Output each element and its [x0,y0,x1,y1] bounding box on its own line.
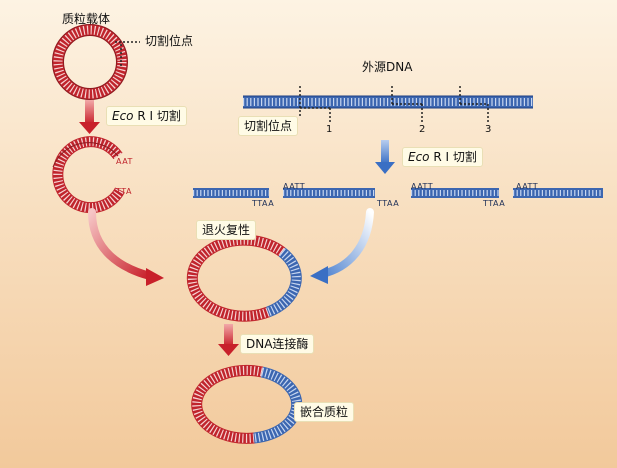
fragment-4 [513,188,603,198]
label-site-3: 3 [485,124,492,135]
sticky-aatt-2: AATT [411,182,434,191]
sticky-aatt-1: AATT [283,182,306,191]
sticky-ttaa-1: TTAA [252,199,275,208]
sticky-aatt-3: AATT [516,182,539,191]
fragment-1 [193,188,269,198]
enzyme-suffix: R I 切割 [137,109,181,123]
dna-fragments [193,188,603,198]
svg-text:TTA: TTA [115,187,132,196]
enzyme-name-2: Eco [408,150,430,164]
opened-plasmid: AAT TTA [52,136,133,214]
label-annealing: 退火复性 [196,220,257,240]
fragment-3 [411,188,499,198]
plasmid-vector-ring [52,24,128,100]
sticky-ttaa-3: TTAA [483,199,506,208]
label-site-2: 2 [419,124,426,135]
enzyme-suffix-2: R I 切割 [433,150,477,164]
label-site-1: 1 [326,124,333,135]
plasmid-cut-marker [115,41,140,66]
annealed-plasmid-ring [186,234,302,322]
label-recombinant-plasmid: 嵌合质粒 [294,402,355,422]
label-cut-site-foreign: 切割位点 [238,116,299,136]
fragment-2 [283,188,375,198]
label-foreign-dna: 外源DNA [362,60,413,74]
label-enzyme-cut-2: Eco R I 切割 [402,147,483,167]
down-arrow-red-1 [79,100,100,134]
curved-arrow-red [88,208,164,286]
down-arrow-blue [375,140,395,174]
label-plasmid-vector: 质粒载体 [62,12,111,26]
label-ligase: DNA连接酶 [240,334,315,354]
foreign-dna-strand [243,95,533,109]
label-enzyme-cut-1: Eco R I 切割 [106,106,187,126]
svg-text:AAT: AAT [116,157,133,166]
curved-arrow-blue [310,208,374,284]
sticky-ttaa-2: TTAA [377,199,400,208]
enzyme-name: Eco [112,109,134,123]
foreign-cut-markers [299,86,489,122]
label-cut-site-plasmid: 切割位点 [145,34,194,48]
down-arrow-red-2 [218,324,239,356]
